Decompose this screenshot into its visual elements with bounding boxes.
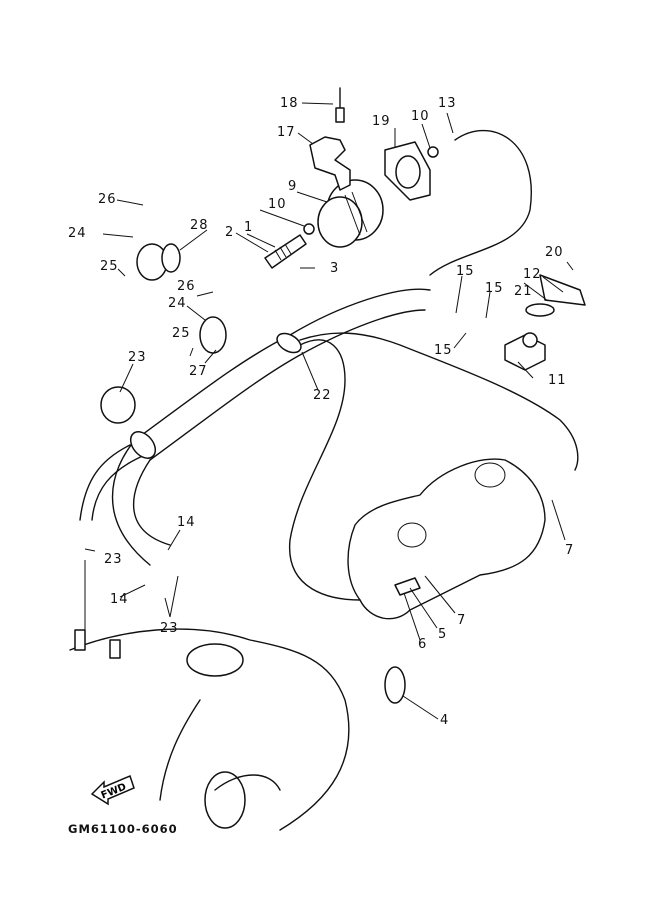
- band-24a: [136, 243, 181, 281]
- callout-15-a: 15: [456, 264, 475, 279]
- rivet-17: [335, 87, 345, 123]
- clamp-4: [384, 666, 406, 704]
- hose-21: [289, 339, 361, 601]
- fuel-tank: [69, 628, 350, 831]
- callout-12: 13: [438, 96, 457, 111]
- callout-27: 27: [189, 364, 208, 379]
- engine: [347, 458, 546, 620]
- pipe-5-6: [394, 577, 421, 596]
- hose-13-14: [79, 439, 171, 566]
- callout-13: 14: [177, 515, 196, 530]
- main-hose: [134, 288, 579, 471]
- callout-23-left: 23: [104, 552, 123, 567]
- callout-11: 12: [523, 267, 542, 282]
- callout-26-a: 26: [98, 192, 117, 207]
- callout-7-a: 7: [565, 543, 575, 558]
- leader-lines: [84, 102, 574, 720]
- fuel-filter-8: [317, 179, 384, 248]
- callout-21: 22: [313, 388, 332, 403]
- callout-24-a: 24: [68, 226, 87, 241]
- callout-1: 1: [244, 220, 254, 235]
- callout-8: 9: [288, 179, 298, 194]
- callout-15-c: 15: [434, 343, 453, 358]
- callout-24-b: 24: [168, 296, 187, 311]
- hose-end-rings: [129, 332, 302, 459]
- forward-direction-arrow-icon: FWD: [90, 774, 135, 806]
- hose-1-2: [264, 234, 307, 269]
- callout-26-b: 26: [177, 279, 196, 294]
- filter-bracket-18: [384, 141, 431, 201]
- vent-hose-12: [429, 129, 532, 276]
- callout-9-filter: 10: [268, 197, 287, 212]
- callout-17: 18: [280, 96, 299, 111]
- callout-4: 4: [440, 713, 450, 728]
- bracket-16: [309, 136, 351, 191]
- clamp-9: [303, 146, 439, 235]
- callout-7-b: 7: [457, 613, 467, 628]
- band-24b: [199, 316, 227, 354]
- callout-20: 21: [514, 284, 533, 299]
- clamp-22: [100, 386, 136, 424]
- callout-2: 2: [225, 225, 235, 240]
- callout-15-b: 15: [485, 281, 504, 296]
- callout-14-label: 14: [110, 592, 129, 607]
- callout-5: 5: [438, 627, 448, 642]
- callout-16: 17: [277, 125, 296, 140]
- callout-18: 19: [372, 114, 391, 129]
- callout-25-b: 25: [172, 326, 191, 341]
- callout-23-b: 23: [160, 621, 179, 636]
- callout-3: 3: [330, 261, 340, 276]
- callout-19: 20: [545, 245, 564, 260]
- callout-28: 28: [190, 218, 209, 233]
- diagram-code: GM61100-6060: [68, 822, 178, 836]
- callout-25-a: 25: [100, 259, 119, 274]
- fuel-cock-10: [504, 274, 586, 371]
- callout-9-top: 10: [411, 109, 430, 124]
- callout-22: 23: [128, 350, 147, 365]
- callout-10: 11: [548, 373, 567, 388]
- callout-6: 6: [418, 637, 428, 652]
